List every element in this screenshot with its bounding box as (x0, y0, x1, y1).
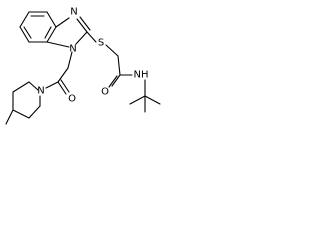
atom-label-n: N (37, 86, 44, 97)
bond-layer (5, 11, 161, 125)
atom-label-o: O (101, 87, 109, 98)
bond (105, 44, 119, 57)
bond (55, 17, 70, 28)
bond (117, 55, 121, 76)
bond (46, 41, 70, 48)
bond (144, 95, 161, 105)
bond (45, 81, 59, 89)
bond (12, 109, 30, 119)
bond (5, 109, 14, 125)
bond (129, 95, 146, 105)
bond (76, 18, 88, 33)
bond (60, 79, 70, 93)
bond (19, 26, 30, 43)
bond (23, 26, 32, 39)
bond (19, 11, 30, 28)
atom-label-nh: NH (134, 70, 149, 81)
atom-label-layer: N N S O N O NH (37, 7, 148, 105)
bond (86, 31, 97, 43)
atom-label-n: N (69, 44, 76, 55)
bond (46, 26, 57, 43)
atom-label-n: N (70, 7, 77, 18)
atom-label-o: O (68, 94, 76, 105)
bond (111, 74, 121, 87)
bond (46, 11, 57, 28)
bond (44, 26, 52, 39)
bond (75, 31, 88, 45)
bond (28, 105, 41, 119)
bond (57, 67, 69, 83)
bond (12, 81, 30, 93)
atom-label-s: S (98, 38, 104, 49)
structure-diagram: N N S O N O NH (5, 7, 161, 125)
bond (57, 81, 67, 95)
bond (79, 16, 91, 31)
bond (28, 81, 39, 91)
bond (108, 75, 118, 88)
bond (67, 51, 73, 69)
